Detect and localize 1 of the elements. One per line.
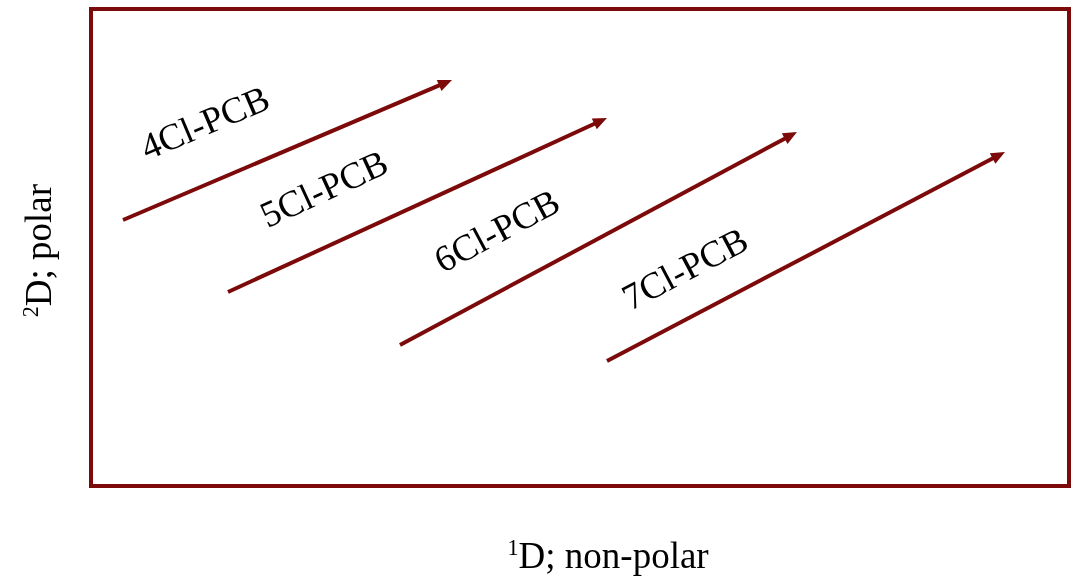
axis-title: $^{1}$D; non-polar (507, 536, 709, 574)
